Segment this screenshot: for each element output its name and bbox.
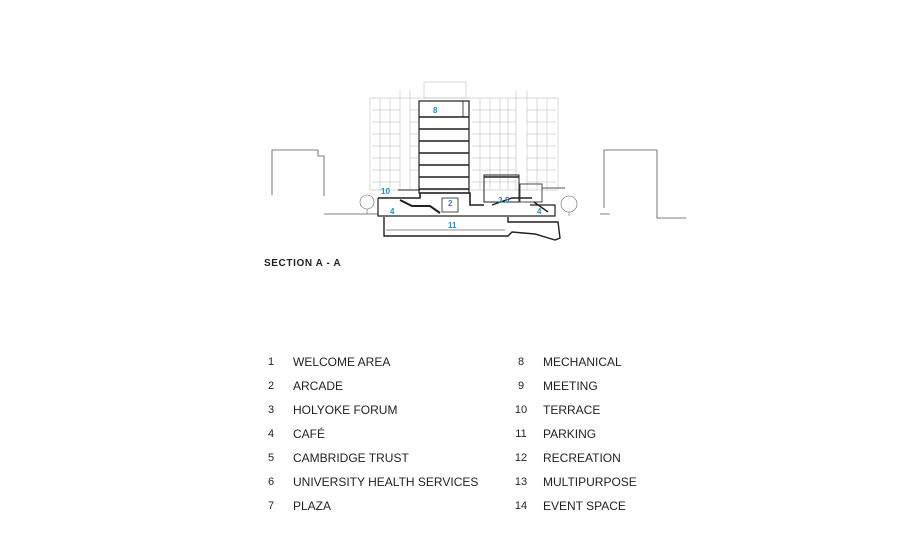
- street-trees: [359, 194, 578, 216]
- legend-number: 10: [514, 404, 528, 416]
- legend-label: PARKING: [543, 427, 597, 441]
- drawing-label: 2: [448, 199, 453, 208]
- legend-item: 5 CAMBRIDGE TRUST: [262, 446, 478, 470]
- legend-item: 8 MECHANICAL: [512, 350, 637, 374]
- legend-number: 7: [267, 500, 275, 512]
- drawing-label: 10: [381, 187, 390, 196]
- legend-number: 4: [267, 428, 275, 440]
- drawing-label: 4: [390, 207, 395, 216]
- legend-label: WELCOME AREA: [293, 355, 391, 369]
- section-title: SECTION A - A: [264, 258, 342, 269]
- legend-number: 8: [517, 356, 525, 368]
- podium-section: [377, 189, 556, 217]
- legend-number: 12: [514, 452, 528, 464]
- legend-item: 6 UNIVERSITY HEALTH SERVICES: [262, 470, 478, 494]
- legend-right-column: 8 MECHANICAL 9 MEETING 10 TERRACE 11 PARKING…: [512, 350, 637, 518]
- legend-number: 9: [517, 380, 525, 392]
- legend-label: CAFÉ: [293, 427, 326, 441]
- legend-item: 9 MEETING: [512, 374, 637, 398]
- legend-item: 11 PARKING: [512, 422, 637, 446]
- legend-number: 1: [267, 356, 275, 368]
- legend-number: 14: [514, 500, 528, 512]
- legend-item: 3 HOLYOKE FORUM: [262, 398, 478, 422]
- legend-label: UNIVERSITY HEALTH SERVICES: [293, 475, 479, 489]
- right-neighbor-building: [603, 149, 686, 219]
- legend-label: HOLYOKE FORUM: [293, 403, 398, 417]
- legend-number: 6: [267, 476, 275, 488]
- drawing-label: 3: [498, 196, 503, 205]
- legend-item: 12 RECREATION: [512, 446, 637, 470]
- legend-label: EVENT SPACE: [543, 499, 626, 513]
- legend-number: 13: [514, 476, 528, 488]
- legend-item: 4 CAFÉ: [262, 422, 478, 446]
- legend-item: 13 MULTIPURPOSE: [512, 470, 637, 494]
- left-neighbor-building: [271, 149, 325, 196]
- drawing-label: 5: [505, 196, 510, 205]
- legend-label: MECHANICAL: [543, 355, 622, 369]
- legend-item: 2 ARCADE: [262, 374, 478, 398]
- legend-label: TERRACE: [543, 403, 601, 417]
- legend-label: ARCADE: [293, 379, 344, 393]
- legend-label: MEETING: [543, 379, 598, 393]
- legend-number: 3: [267, 404, 275, 416]
- legend-item: 14 EVENT SPACE: [512, 494, 637, 518]
- legend-number: 5: [267, 452, 275, 464]
- legend-item: 1 WELCOME AREA: [262, 350, 478, 374]
- legend-label: CAMBRIDGE TRUST: [293, 451, 409, 465]
- legend-item: 7 PLAZA: [262, 494, 478, 518]
- drawing-label: 4: [537, 207, 542, 216]
- legend-label: PLAZA: [293, 499, 332, 513]
- legend-label: RECREATION: [543, 451, 621, 465]
- legend-label: MULTIPURPOSE: [543, 475, 637, 489]
- legend-number: 2: [267, 380, 275, 392]
- drawing-label: 11: [448, 221, 457, 230]
- legend-number: 11: [515, 428, 527, 440]
- legend-item: 10 TERRACE: [512, 398, 637, 422]
- central-tower-section: [418, 100, 470, 194]
- rear-tower-facade: [369, 81, 559, 191]
- drawing-label: 8: [433, 106, 438, 115]
- building-section-drawing: 8 10 4 2 3 5 4 11: [271, 81, 686, 241]
- parking-level-section: [383, 217, 561, 241]
